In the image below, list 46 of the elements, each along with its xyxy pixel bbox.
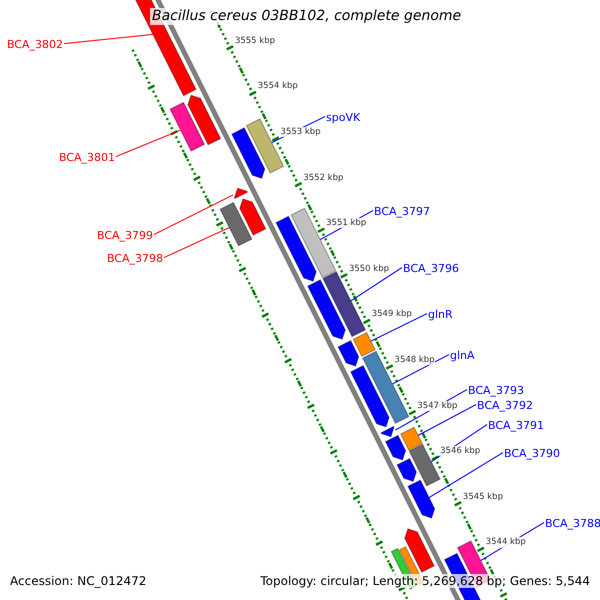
gene-block xyxy=(407,479,436,519)
gene-block xyxy=(322,271,366,338)
gene-block xyxy=(408,444,441,487)
gene-label: glnR xyxy=(428,308,453,322)
gene-label: BCA_3788 xyxy=(545,517,600,530)
gene-label: BCA_3797 xyxy=(374,205,430,218)
scale-label: 3555 kbp xyxy=(234,36,276,46)
leader-line xyxy=(164,227,230,258)
gene-block xyxy=(352,332,376,357)
scale-label: 3546 kbp xyxy=(440,446,480,456)
scale-label: 3548 kbp xyxy=(394,354,435,366)
gene-block xyxy=(234,188,248,200)
leader-line xyxy=(428,452,504,498)
gene-label: BCA_3796 xyxy=(403,262,460,276)
leader-line xyxy=(64,34,154,44)
scale-label: 3552 kbp xyxy=(303,172,344,183)
gene-label: glnA xyxy=(450,349,475,362)
scale-label: 3550 kbp xyxy=(348,264,389,274)
gene-label: BCA_3798 xyxy=(106,252,163,266)
scale-label: 3554 kbp xyxy=(258,81,298,92)
scale-label: 3553 kbp xyxy=(280,127,321,138)
leader-line xyxy=(116,130,182,158)
gene-label: BCA_3799 xyxy=(96,229,153,242)
scale-label: 3551 kbp xyxy=(326,218,366,228)
genome-stats-label: Topology: circular; Length: 5,269,628 bp; Genes: 5,544 xyxy=(260,574,590,588)
gene-label: BCA_3802 xyxy=(6,38,63,52)
gene-block xyxy=(400,426,423,451)
gene-label: BCA_3790 xyxy=(504,447,560,460)
accession-label: Accession: NC_012472 xyxy=(10,574,146,588)
leader-line xyxy=(154,194,234,236)
leader-line xyxy=(370,313,428,342)
scale-label: 3544 kbp xyxy=(486,537,526,548)
gene-label: spoVK xyxy=(326,111,360,124)
gene-label: BCA_3793 xyxy=(468,384,524,398)
title: Bacillus cereus 03BB102, complete genome xyxy=(150,8,464,25)
gene-block xyxy=(169,102,206,152)
leader-line xyxy=(392,354,450,384)
gene-label: BCA_3792 xyxy=(477,399,534,412)
gene-label: BCA_3801 xyxy=(58,151,115,164)
scale-label: 3547 kbp xyxy=(417,400,458,411)
scale-label: 3545 kbp xyxy=(462,492,503,502)
gene-block xyxy=(219,202,253,246)
gene-label: BCA_3791 xyxy=(488,419,544,432)
scale-label: 3549 kbp xyxy=(372,309,412,320)
leader-line xyxy=(418,404,476,436)
leader-line xyxy=(350,267,402,302)
